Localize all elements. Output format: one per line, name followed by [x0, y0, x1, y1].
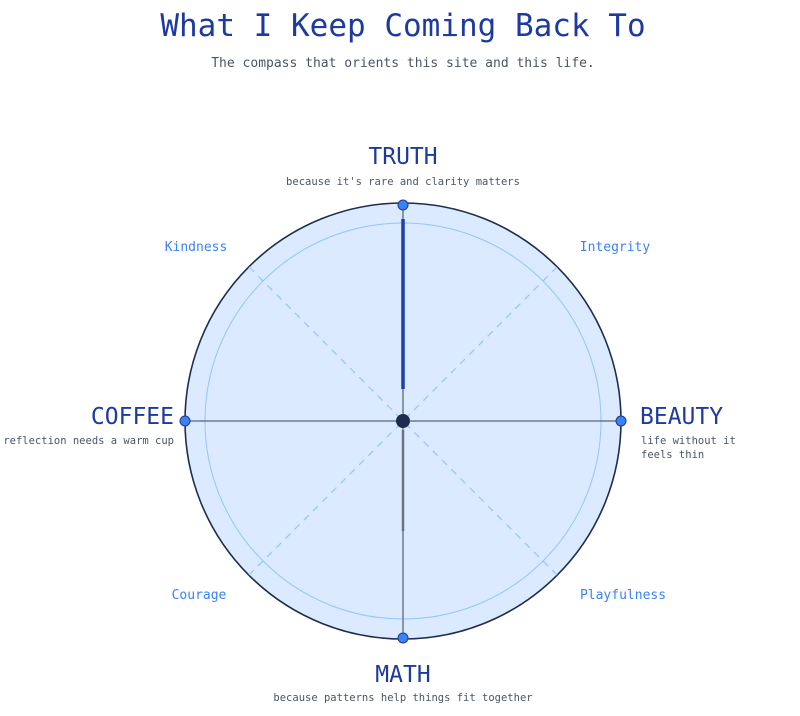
south-marker[interactable] — [397, 632, 409, 644]
south-label: MATH — [375, 662, 430, 688]
northeast-label: Integrity — [580, 240, 651, 255]
east-note-line1: life without it — [641, 435, 736, 447]
page-subtitle: The compass that orients this site and t… — [211, 56, 595, 71]
west-label: COFFEE — [91, 404, 174, 430]
east-note-line2: feels thin — [641, 449, 704, 461]
west-marker[interactable] — [179, 415, 191, 427]
compass-center-hub — [396, 414, 410, 428]
west-note: reflection needs a warm cup — [3, 435, 174, 447]
southeast-label: Playfulness — [580, 588, 666, 603]
north-marker[interactable] — [397, 199, 409, 211]
page-title: What I Keep Coming Back To — [160, 8, 646, 44]
northwest-label: Kindness — [165, 240, 228, 255]
south-note: because patterns help things fit togethe… — [273, 692, 532, 704]
north-label: TRUTH — [368, 144, 437, 170]
north-note: because it's rare and clarity matters — [286, 176, 520, 188]
east-label: BEAUTY — [640, 404, 723, 430]
east-marker[interactable] — [615, 415, 627, 427]
southwest-label: Courage — [172, 588, 227, 603]
